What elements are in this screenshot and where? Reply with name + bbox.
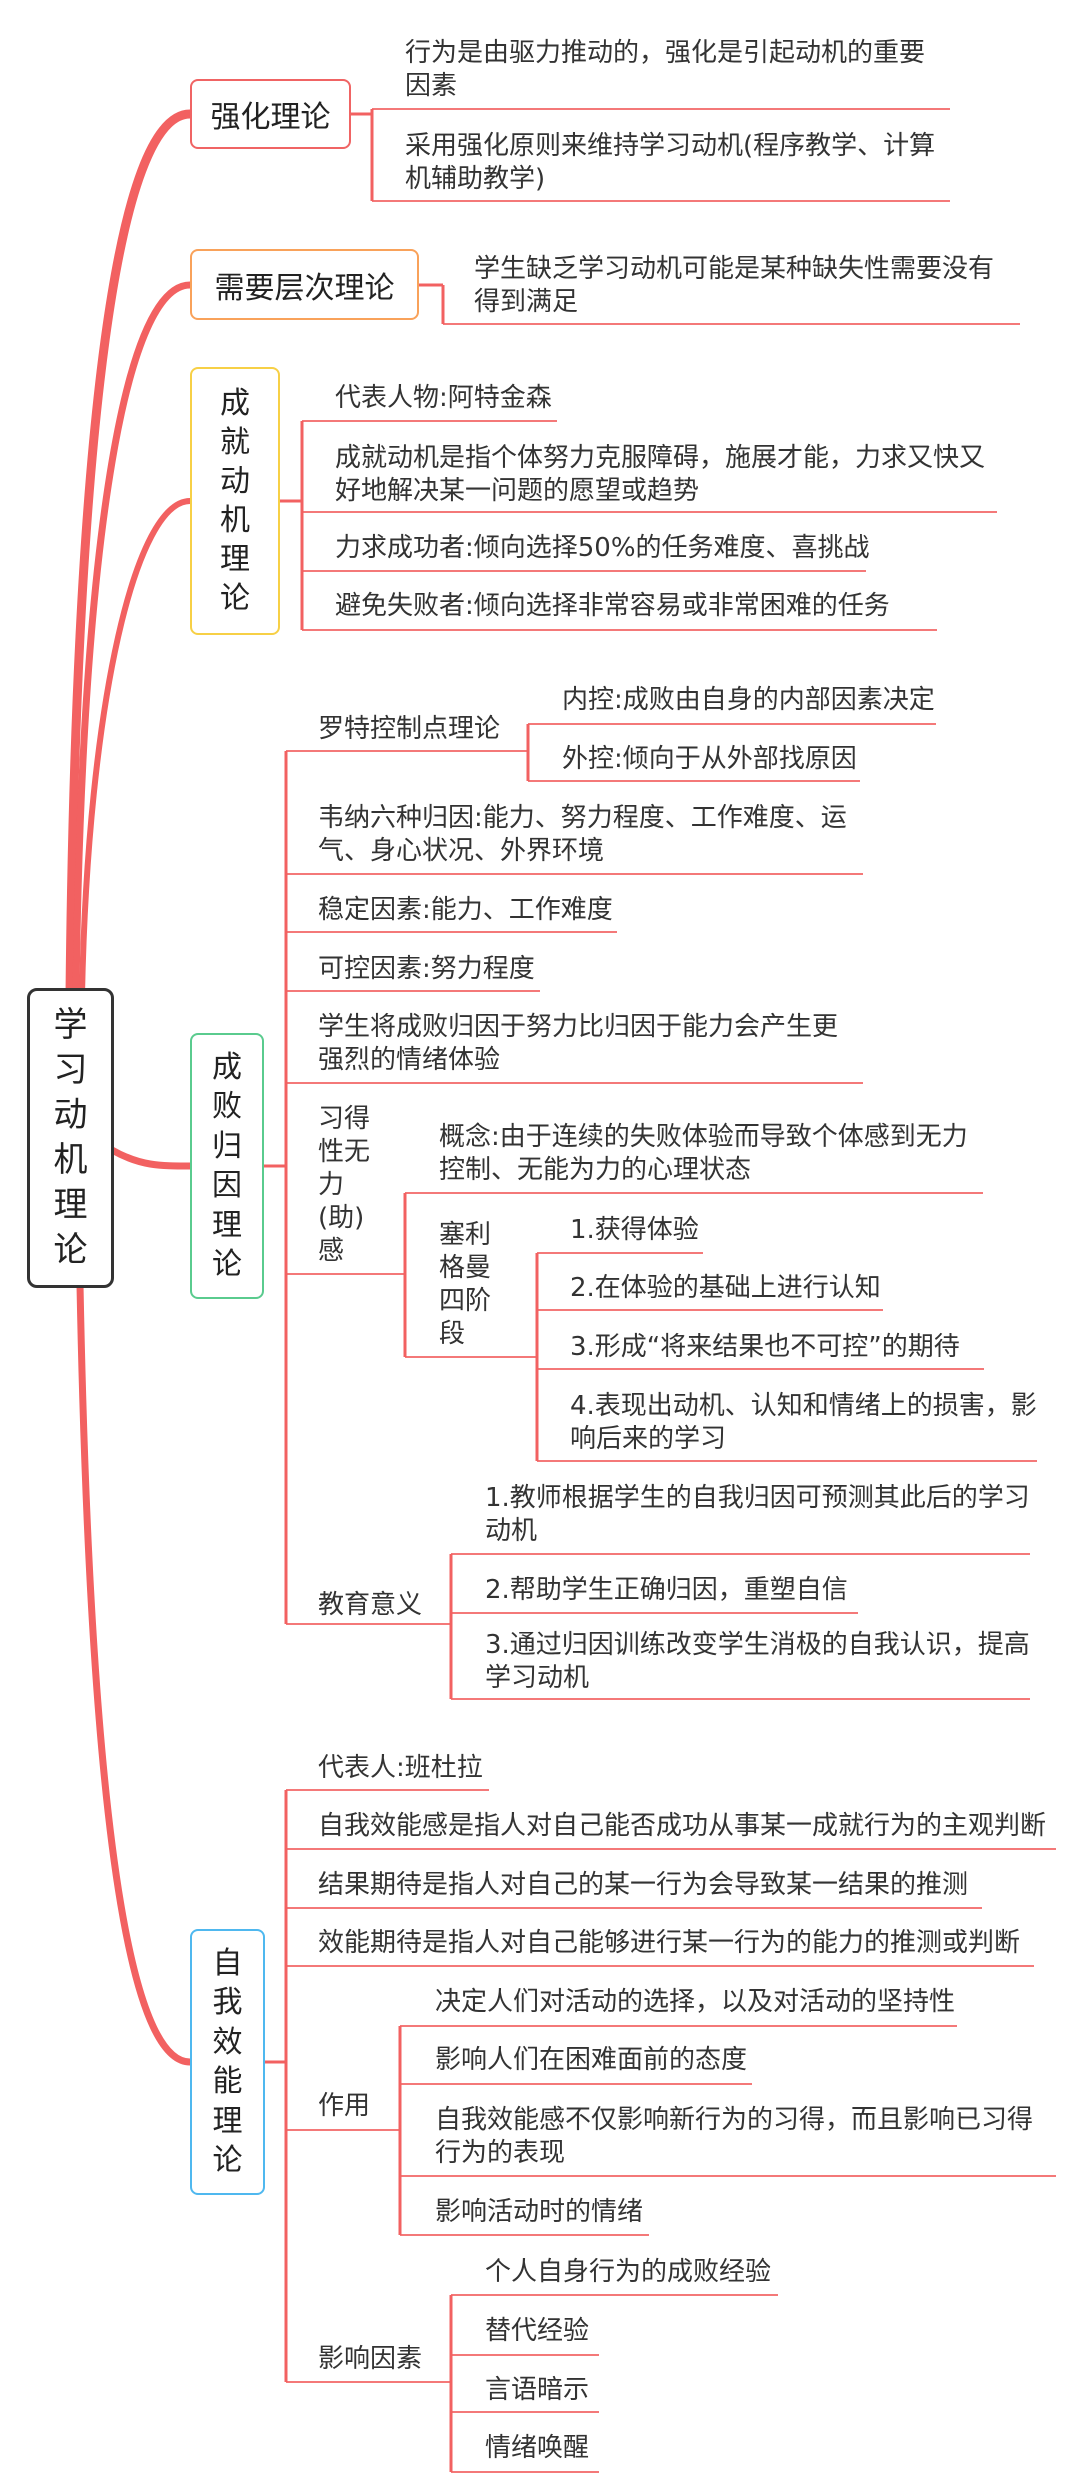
- leaf: 代表人:班杜拉: [318, 1753, 483, 1783]
- leaf: 韦纳六种归因:能力、努力程度、工作难度、运 气、身心状况、外界环境: [318, 803, 847, 866]
- role-node: 作用: [318, 2091, 371, 2121]
- branch-reinforce: [65, 109, 191, 996]
- leaf: 可控因素:努力程度: [318, 954, 535, 984]
- node-needs[interactable]: 需要层次理论: [190, 249, 419, 320]
- leaf: 2.帮助学生正确归因，重塑自信: [485, 1575, 848, 1605]
- leaf: 代表人物:阿特金森: [335, 383, 552, 413]
- node-efficacy[interactable]: 自我效能理论: [190, 1929, 265, 2195]
- leaf: 言语暗示: [485, 2375, 590, 2405]
- leaf: 学生缺乏学习动机可能是某种缺失性需要没有 得到满足: [474, 254, 995, 317]
- leaf: 采用强化原则来维持学习动机(程序教学、计算 机辅助教学): [405, 131, 936, 194]
- leaf: 2.在体验的基础上进行认知: [570, 1273, 881, 1303]
- leaf: 外控:倾向于从外部找原因: [562, 744, 857, 774]
- node-label: 强化理论: [210, 100, 331, 135]
- leaf: 影响活动时的情绪: [435, 2197, 644, 2227]
- leaf: 稳定因素:能力、工作难度: [318, 895, 613, 925]
- leaf: 效能期待是指人对自己能够进行某一行为的能力的推测或判断: [318, 1928, 1021, 1958]
- node-reinforce[interactable]: 强化理论: [190, 79, 351, 149]
- leaf: 行为是由驱力推动的，强化是引起动机的重要 因素: [405, 38, 926, 101]
- leaf: 1.教师根据学生的自我归因可预测其此后的学习 动机: [485, 1483, 1030, 1546]
- helplessness-node: 习得 性无 力 (助) 感: [318, 1104, 371, 1266]
- education-node: 教育意义: [318, 1590, 423, 1620]
- node-label: 成败归因理论: [212, 1049, 242, 1283]
- leaf: 自我效能感不仅影响新行为的习得，而且影响已习得 行为的表现: [435, 2105, 1034, 2168]
- leaf: 影响人们在困难面前的态度: [435, 2045, 748, 2075]
- node-achievement[interactable]: 成就动机理论: [190, 367, 280, 635]
- leaf: 学生将成败归因于努力比归因于能力会产生更 强烈的情绪体验: [318, 1012, 839, 1075]
- rotter-node: 罗特控制点理论: [318, 714, 501, 744]
- leaf: 力求成功者:倾向选择50%的任务难度、喜挑战: [335, 533, 870, 563]
- leaf: 内控:成败由自身的内部因素决定: [562, 685, 935, 715]
- leaf: 决定人们对活动的选择，以及对活动的坚持性: [435, 1987, 956, 2017]
- leaf: 个人自身行为的成败经验: [485, 2257, 772, 2287]
- node-attribution[interactable]: 成败归因理论: [190, 1033, 264, 1299]
- leaf: 避免失败者:倾向选择非常容易或非常困难的任务: [335, 591, 890, 621]
- factors-node: 影响因素: [318, 2344, 423, 2374]
- seligman-node: 塞利 格曼 四阶 段: [439, 1220, 492, 1349]
- leaf: 4.表现出动机、认知和情绪上的损害，影 响后来的学习: [570, 1391, 1037, 1454]
- branch-attribution: [110, 1146, 191, 1170]
- leaf: 情绪唤醒: [485, 2433, 590, 2463]
- leaf: 3.通过归因训练改变学生消极的自我认识，提高 学习动机: [485, 1630, 1030, 1693]
- root-node[interactable]: 学习动机理论: [27, 988, 114, 1288]
- leaf: 自我效能感是指人对自己能否成功从事某一成就行为的主观判断: [318, 1811, 1047, 1841]
- branch-efficacy: [76, 1284, 191, 2066]
- leaf: 概念:由于连续的失败体验而导致个体感到无力 控制、无能为力的心理状态: [439, 1122, 968, 1185]
- leaf: 3.形成“将来结果也不可控”的期待: [570, 1332, 960, 1362]
- branch-needs: [72, 281, 191, 996]
- node-label: 成就动机理论: [220, 386, 250, 616]
- node-label: 需要层次理论: [214, 270, 395, 306]
- branch-achievement: [79, 498, 191, 996]
- root-label: 学习动机理论: [53, 1005, 88, 1270]
- leaf: 1.获得体验: [570, 1215, 699, 1245]
- leaf: 结果期待是指人对自己的某一行为会导致某一结果的推测: [318, 1870, 969, 1900]
- leaf: 替代经验: [485, 2316, 590, 2346]
- node-label: 自我效能理论: [212, 1945, 243, 2179]
- leaf: 成就动机是指个体努力克服障碍，施展才能，力求又快又 好地解决某一问题的愿望或趋势: [335, 443, 986, 506]
